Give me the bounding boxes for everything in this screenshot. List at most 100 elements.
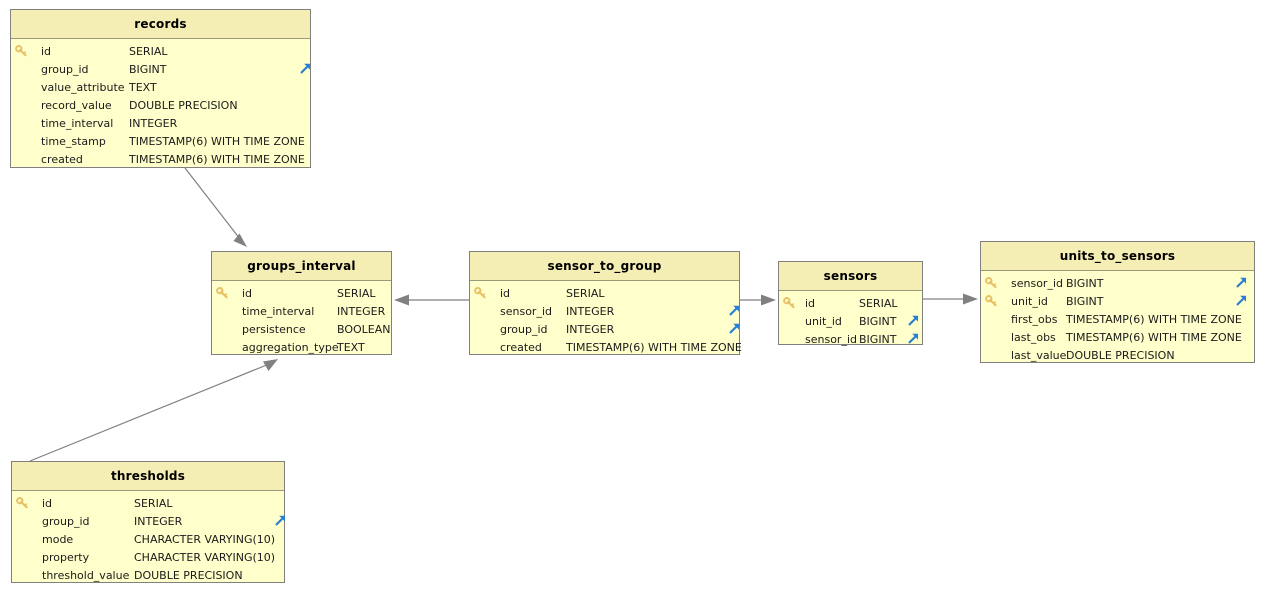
arrowhead-sensors-left bbox=[761, 294, 776, 306]
entity-title-sensors: sensors bbox=[779, 262, 922, 291]
foreign-key-arrow-icon bbox=[728, 322, 741, 335]
column-row: unit_id BIGINT bbox=[779, 312, 922, 330]
column-row: record_value DOUBLE PRECISION bbox=[11, 96, 310, 114]
column-row: id SERIAL bbox=[12, 494, 284, 512]
column-row: sensor_id INTEGER bbox=[470, 302, 741, 320]
column-name: created bbox=[500, 340, 542, 354]
column-name: record_value bbox=[41, 98, 112, 112]
foreign-key-arrow-icon bbox=[299, 62, 312, 75]
column-type: BIGINT bbox=[859, 314, 897, 328]
column-name: threshold_value bbox=[42, 568, 130, 582]
column-type: BIGINT bbox=[1066, 294, 1104, 308]
column-name: group_id bbox=[42, 514, 90, 528]
column-name: created bbox=[41, 152, 83, 166]
column-type: TIMESTAMP(6) WITH TIME ZONE bbox=[129, 152, 305, 166]
column-name: group_id bbox=[500, 322, 548, 336]
primary-key-icon bbox=[11, 44, 31, 58]
column-type: BIGINT bbox=[859, 332, 897, 346]
column-name: aggregation_type bbox=[242, 340, 339, 354]
arrowhead-groups-interval-right bbox=[394, 294, 409, 306]
column-type: INTEGER bbox=[566, 322, 615, 336]
arrowhead-groups-interval-top bbox=[233, 233, 247, 247]
primary-key-icon bbox=[212, 286, 232, 300]
column-row: group_id INTEGER bbox=[470, 320, 741, 338]
column-row: group_id INTEGER bbox=[12, 512, 286, 530]
column-type: BIGINT bbox=[1066, 276, 1104, 290]
column-type: INTEGER bbox=[566, 304, 615, 318]
column-type: SERIAL bbox=[566, 286, 605, 300]
column-type: SERIAL bbox=[129, 44, 168, 58]
primary-key-icon bbox=[981, 276, 1001, 290]
column-name: id bbox=[41, 44, 52, 58]
foreign-key-arrow-icon bbox=[1235, 294, 1248, 307]
column-name: time_interval bbox=[41, 116, 114, 130]
column-name: persistence bbox=[242, 322, 306, 336]
column-row: property CHARACTER VARYING(10) bbox=[12, 548, 284, 566]
column-row: created TIMESTAMP(6) WITH TIME ZONE bbox=[11, 150, 310, 168]
primary-key-icon bbox=[470, 286, 490, 300]
entity-title-records: records bbox=[11, 10, 310, 39]
column-type: INTEGER bbox=[337, 304, 386, 318]
edge-thresholds-to-groups-interval bbox=[29, 361, 275, 462]
column-row: created TIMESTAMP(6) WITH TIME ZONE bbox=[470, 338, 742, 356]
column-name: id bbox=[500, 286, 511, 300]
column-type: DOUBLE PRECISION bbox=[134, 568, 243, 582]
column-type: SERIAL bbox=[134, 496, 173, 510]
column-type: TIMESTAMP(6) WITH TIME ZONE bbox=[1066, 312, 1242, 326]
column-name: last_value bbox=[1011, 348, 1067, 362]
column-name: unit_id bbox=[805, 314, 842, 328]
column-type: TIMESTAMP(6) WITH TIME ZONE bbox=[129, 134, 305, 148]
column-name: unit_id bbox=[1011, 294, 1048, 308]
column-name: property bbox=[42, 550, 90, 564]
column-row: threshold_value DOUBLE PRECISION bbox=[12, 566, 284, 584]
column-type: DOUBLE PRECISION bbox=[129, 98, 238, 112]
entity-title-units_to_sensors: units_to_sensors bbox=[981, 242, 1254, 271]
foreign-key-arrow-icon bbox=[907, 314, 920, 327]
entity-title-thresholds: thresholds bbox=[12, 462, 284, 491]
column-row: mode CHARACTER VARYING(10) bbox=[12, 530, 284, 548]
column-name: id bbox=[242, 286, 253, 300]
column-row: id SERIAL bbox=[470, 284, 739, 302]
column-type: DOUBLE PRECISION bbox=[1066, 348, 1175, 362]
primary-key-icon bbox=[981, 294, 1001, 308]
column-type: TEXT bbox=[129, 80, 157, 94]
column-type: CHARACTER VARYING(10) bbox=[134, 532, 276, 546]
column-name: id bbox=[805, 296, 816, 310]
column-type: TEXT bbox=[337, 340, 365, 354]
column-name: sensor_id bbox=[500, 304, 552, 318]
column-type: CHARACTER VARYING(10) bbox=[134, 550, 276, 564]
foreign-key-arrow-icon bbox=[728, 304, 741, 317]
column-type: INTEGER bbox=[134, 514, 183, 528]
foreign-key-arrow-icon bbox=[907, 332, 920, 345]
primary-key-icon bbox=[12, 496, 32, 510]
column-name: value_attribute bbox=[41, 80, 125, 94]
column-name: id bbox=[42, 496, 53, 510]
column-row: id SERIAL bbox=[212, 284, 391, 302]
column-type: SERIAL bbox=[337, 286, 376, 300]
column-type: TIMESTAMP(6) WITH TIME ZONE bbox=[566, 340, 742, 354]
entity-title-groups_interval: groups_interval bbox=[212, 252, 391, 281]
column-type: TIMESTAMP(6) WITH TIME ZONE bbox=[1066, 330, 1242, 344]
column-name: time_interval bbox=[242, 304, 315, 318]
column-name: mode bbox=[42, 532, 74, 546]
column-name: sensor_id bbox=[805, 332, 857, 346]
column-row: id SERIAL bbox=[11, 42, 310, 60]
